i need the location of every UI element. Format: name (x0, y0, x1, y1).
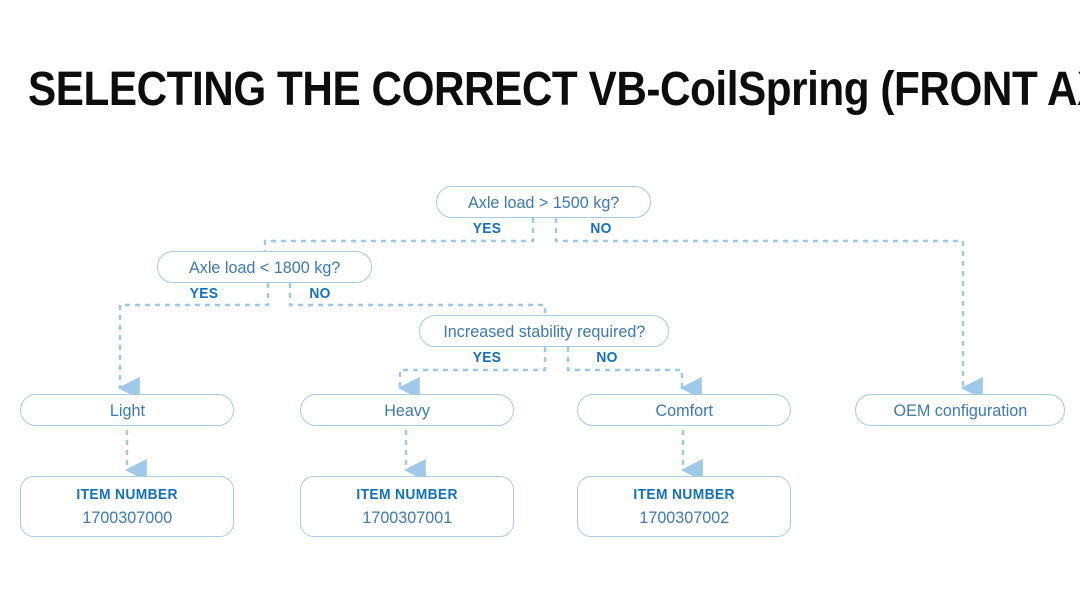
result-label: Heavy (384, 400, 430, 420)
result-label: Light (109, 400, 145, 420)
decision-node-axle-load-1500[interactable]: Axle load > 1500 kg? (436, 186, 651, 218)
decision-label: Axle load < 1800 kg? (188, 257, 341, 277)
result-label: Comfort (655, 400, 713, 420)
branch-label-q1-no: NO (590, 220, 612, 237)
page-title: SELECTING THE CORRECT VB-CoilSpring (FRO… (28, 63, 1080, 116)
result-node-oem-configuration[interactable]: OEM configuration (855, 394, 1065, 426)
result-node-heavy[interactable]: Heavy (300, 394, 514, 426)
item-number-caption: ITEM NUMBER (356, 485, 458, 503)
item-number-caption: ITEM NUMBER (76, 485, 178, 503)
decision-label: Increased stability required? (443, 321, 645, 341)
branch-label-q2-no: NO (309, 285, 331, 302)
branch-label-q3-yes: YES (472, 349, 502, 366)
branch-label-q2-yes: YES (189, 285, 219, 302)
branch-label-q1-yes: YES (472, 220, 502, 237)
item-number-box-heavy[interactable]: ITEM NUMBER 1700307001 (300, 476, 514, 537)
item-number-caption: ITEM NUMBER (633, 485, 735, 503)
item-number-value: 1700307002 (639, 507, 729, 527)
item-number-box-comfort[interactable]: ITEM NUMBER 1700307002 (577, 476, 791, 537)
result-node-light[interactable]: Light (20, 394, 234, 426)
decision-node-axle-load-1800[interactable]: Axle load < 1800 kg? (157, 251, 372, 283)
item-number-value: 1700307001 (362, 507, 452, 527)
item-number-box-light[interactable]: ITEM NUMBER 1700307000 (20, 476, 234, 537)
decision-label: Axle load > 1500 kg? (467, 192, 620, 212)
item-number-value: 1700307000 (82, 507, 172, 527)
result-node-comfort[interactable]: Comfort (577, 394, 791, 426)
branch-label-q3-no: NO (596, 349, 618, 366)
decision-node-increased-stability[interactable]: Increased stability required? (419, 315, 669, 347)
result-label: OEM configuration (893, 400, 1027, 420)
